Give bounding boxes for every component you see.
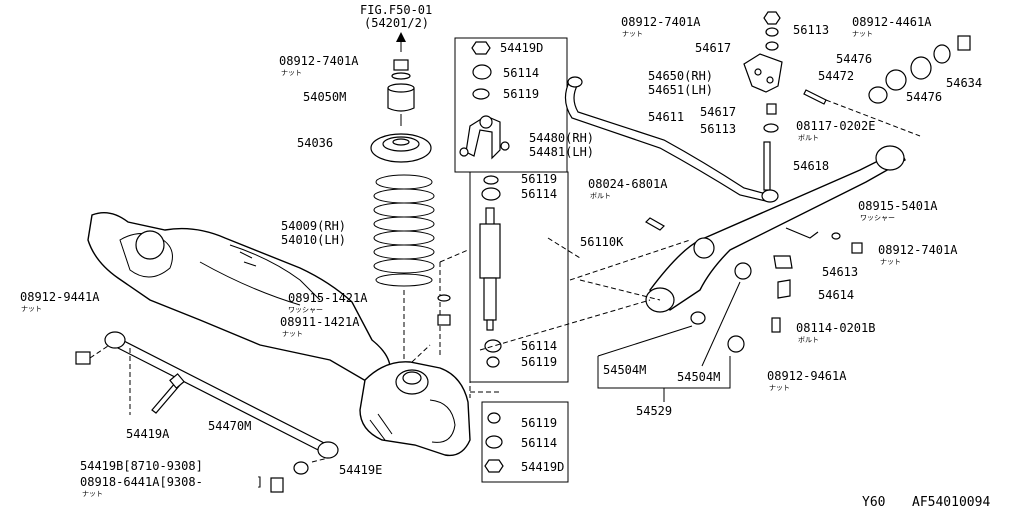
label-nut-1: ナット xyxy=(281,69,302,77)
label-54617-a: 54617 xyxy=(695,41,732,55)
label-54419B: 54419B[8710-9308] xyxy=(80,459,203,473)
label-nut-2: ナット xyxy=(282,330,303,338)
label-56114-c: 56114 xyxy=(521,339,558,353)
label-54617-b: 54617 xyxy=(700,105,737,119)
label-54504M-a: 54504M xyxy=(603,363,647,377)
label-08912-9441A: 08912-9441A xyxy=(20,290,100,304)
label-08918-6441A: 08918-6441A[9308- xyxy=(80,475,203,489)
label-56110K: 56110K xyxy=(580,235,624,249)
label-56114-b: 56114 xyxy=(521,187,558,201)
frame-bracket-shape xyxy=(743,53,783,93)
label-54419E: 54419E xyxy=(339,463,383,477)
label-nut-3: ナット xyxy=(21,305,42,313)
label-08912-7401A-top: 08912-7401A xyxy=(279,54,359,68)
label-08915-5401A: 08915-5401A xyxy=(858,199,938,213)
coil-spring-shape xyxy=(373,174,435,287)
label-56119-c: 56119 xyxy=(521,355,558,369)
footer-model: Y60 xyxy=(862,495,886,510)
label-56119-d: 56119 xyxy=(521,416,558,430)
label-54010: 54010(LH) xyxy=(281,233,347,247)
label-54050M: 54050M xyxy=(303,90,347,104)
label-08912-9461A: 08912-9461A xyxy=(767,369,847,383)
figure-ref-line1: FIG.F50-01 xyxy=(360,3,433,17)
label-54504M-b: 54504M xyxy=(677,370,721,384)
label-54611: 54611 xyxy=(648,110,685,124)
label-54614: 54614 xyxy=(818,288,855,302)
footer-code: AF54010094 xyxy=(912,495,991,510)
label-56113-b: 56113 xyxy=(700,122,737,136)
label-54618: 54618 xyxy=(793,159,830,173)
label-08024-6801A: 08024-6801A xyxy=(588,177,668,191)
label-54470M: 54470M xyxy=(208,419,252,433)
label-08117-0202E: 08117-0202E xyxy=(796,119,876,133)
label-08915-1421A: 08915-1421A xyxy=(288,291,368,305)
label-54480: 54480(RH) xyxy=(529,131,595,145)
label-54476-a: 54476 xyxy=(836,52,873,66)
label-08114-0201B: 08114-0201B xyxy=(796,321,876,335)
label-56119-b: 56119 xyxy=(521,172,558,186)
label-nut-6: ナット xyxy=(852,30,873,38)
label-54634: 54634 xyxy=(946,76,983,90)
label-56119-a: 56119 xyxy=(503,87,540,101)
label-54476-b: 54476 xyxy=(906,90,943,104)
label-54529: 54529 xyxy=(636,404,673,418)
label-54481: 54481(LH) xyxy=(529,145,595,159)
label-nut-7: ナット xyxy=(880,258,901,266)
label-nut-8: ナット xyxy=(769,384,790,392)
label-bolt-1: ボルト xyxy=(798,134,819,142)
label-54419D-bot: 54419D xyxy=(521,460,565,474)
label-54009: 54009(RH) xyxy=(281,219,347,233)
label-bolt-2: ボルト xyxy=(590,192,611,200)
label-washer-1: ワッシャー xyxy=(288,306,323,314)
figure-ref-line2: (54201/2) xyxy=(364,16,430,30)
label-bracket-close: ] xyxy=(256,475,264,489)
label-08912-7401A-r2: 08912-7401A xyxy=(878,243,958,257)
label-bolt-3: ボルト xyxy=(798,336,819,344)
label-54651: 54651(LH) xyxy=(648,83,714,97)
label-56113-a: 56113 xyxy=(793,23,830,37)
shock-absorber-shape xyxy=(479,207,501,331)
label-washer-2: ワッシャー xyxy=(860,214,895,222)
shock-bracket-shape xyxy=(465,115,501,160)
label-56114-d: 56114 xyxy=(521,436,558,450)
label-08912-7401A-r: 08912-7401A xyxy=(621,15,701,29)
nut-shape xyxy=(393,59,409,71)
label-56114-a: 56114 xyxy=(503,66,540,80)
label-54650: 54650(RH) xyxy=(648,69,714,83)
hub-knuckle-shape xyxy=(359,361,471,457)
label-08912-4461A: 08912-4461A xyxy=(852,15,932,29)
arrow-up-icon xyxy=(396,32,406,42)
axle-housing-shape xyxy=(87,212,391,389)
label-54419D-top: 54419D xyxy=(500,41,544,55)
label-08911-1421A: 08911-1421A xyxy=(280,315,360,329)
label-54419A: 54419A xyxy=(126,427,170,441)
label-54613: 54613 xyxy=(822,265,859,279)
label-54472: 54472 xyxy=(818,69,855,83)
label-nut-5: ナット xyxy=(622,30,643,38)
label-nut-4: ナット xyxy=(82,490,103,498)
label-54036: 54036 xyxy=(297,136,334,150)
